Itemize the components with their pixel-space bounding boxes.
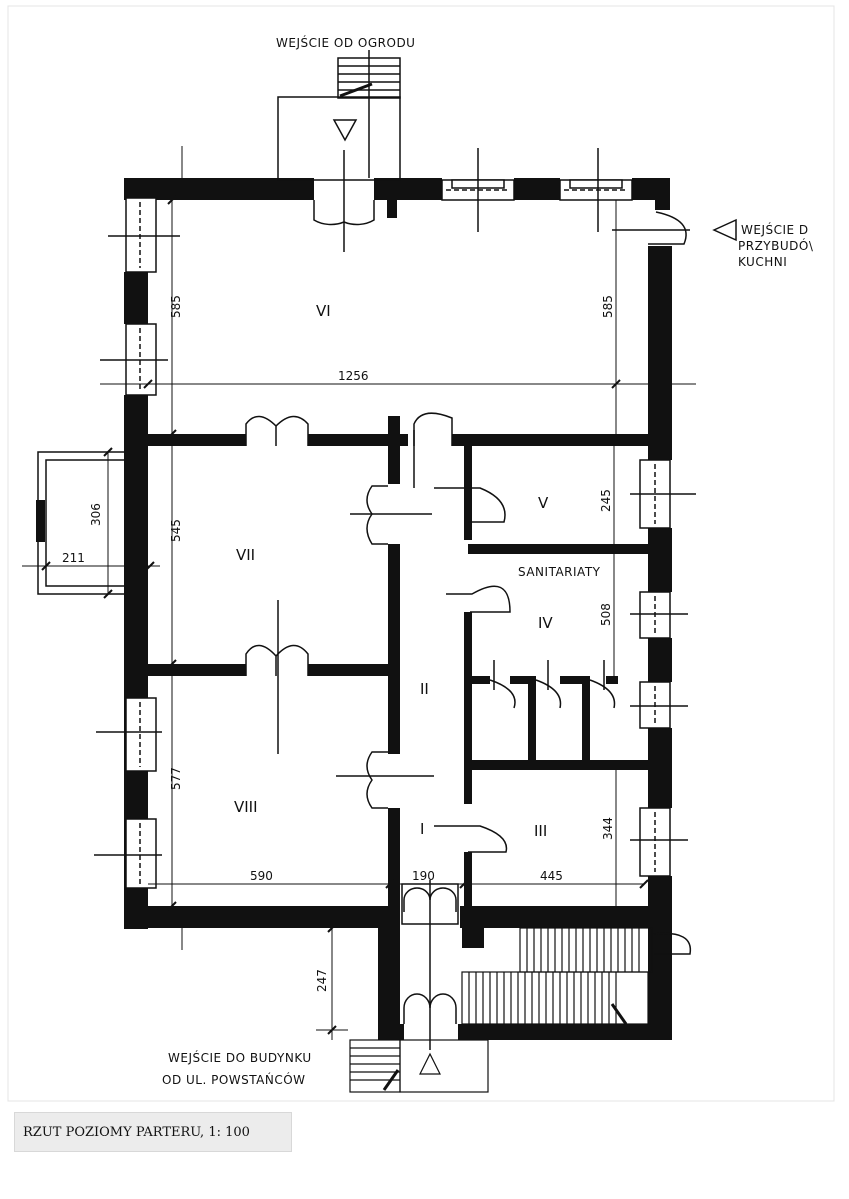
dimension-344: 344 — [601, 817, 615, 840]
room-label-v: V — [538, 494, 549, 512]
room-label-vi: VI — [316, 302, 331, 320]
room-label-iii: III — [534, 822, 547, 840]
building-entrance-label-1: WEJŚCIE DO BUDYNKU — [168, 1050, 312, 1065]
sanitary-label: SANITARIATY — [518, 565, 601, 579]
room-label-viii: VIII — [234, 798, 258, 816]
sheet-border — [7, 5, 835, 1102]
kitchen-entrance-label-1: WEJŚCIE D — [741, 222, 809, 237]
dimension-585-right: 585 — [601, 295, 615, 318]
windows-top — [441, 148, 633, 232]
stairs — [349, 927, 653, 1093]
dimension-445: 445 — [540, 869, 563, 883]
garden-entrance — [277, 50, 401, 181]
room-label-i: I — [420, 820, 424, 838]
dimension-211: 211 — [62, 551, 85, 565]
dimension-306: 306 — [89, 503, 103, 526]
dimension-577: 577 — [169, 767, 183, 790]
dimension-545: 545 — [169, 519, 183, 542]
garden-entrance-label: WEJŚCIE OD OGRODU — [276, 35, 415, 50]
room-label-iv: IV — [538, 614, 553, 632]
doors — [245, 150, 692, 1050]
room-label-ii: II — [420, 680, 429, 698]
dimension-585-left: 585 — [169, 295, 183, 318]
kitchen-entrance-label-2: PRZYBUDÓ\ — [738, 238, 814, 253]
dimension-lines — [22, 146, 696, 1040]
building-entrance-label-2: OD UL. POWSTAŃCÓW — [162, 1072, 306, 1087]
left-annex — [36, 451, 124, 595]
dimension-245: 245 — [599, 489, 613, 512]
room-label-vii: VII — [236, 546, 255, 564]
drawing-caption: RZUT POZIOMY PARTERU, 1: 100 — [14, 1112, 292, 1152]
dimension-590: 590 — [250, 869, 273, 883]
windows-right — [630, 459, 696, 877]
kitchen-entrance-label-3: KUCHNI — [738, 255, 787, 269]
kitchen-entrance-arrow — [712, 218, 737, 242]
windows-left — [94, 197, 180, 889]
dimension-247: 247 — [315, 969, 329, 992]
dimension-508: 508 — [599, 603, 613, 626]
dimension-1256: 1256 — [338, 369, 369, 383]
dimension-ticks — [41, 195, 649, 1035]
interior-walls — [148, 416, 652, 928]
dimension-190: 190 — [412, 869, 435, 883]
